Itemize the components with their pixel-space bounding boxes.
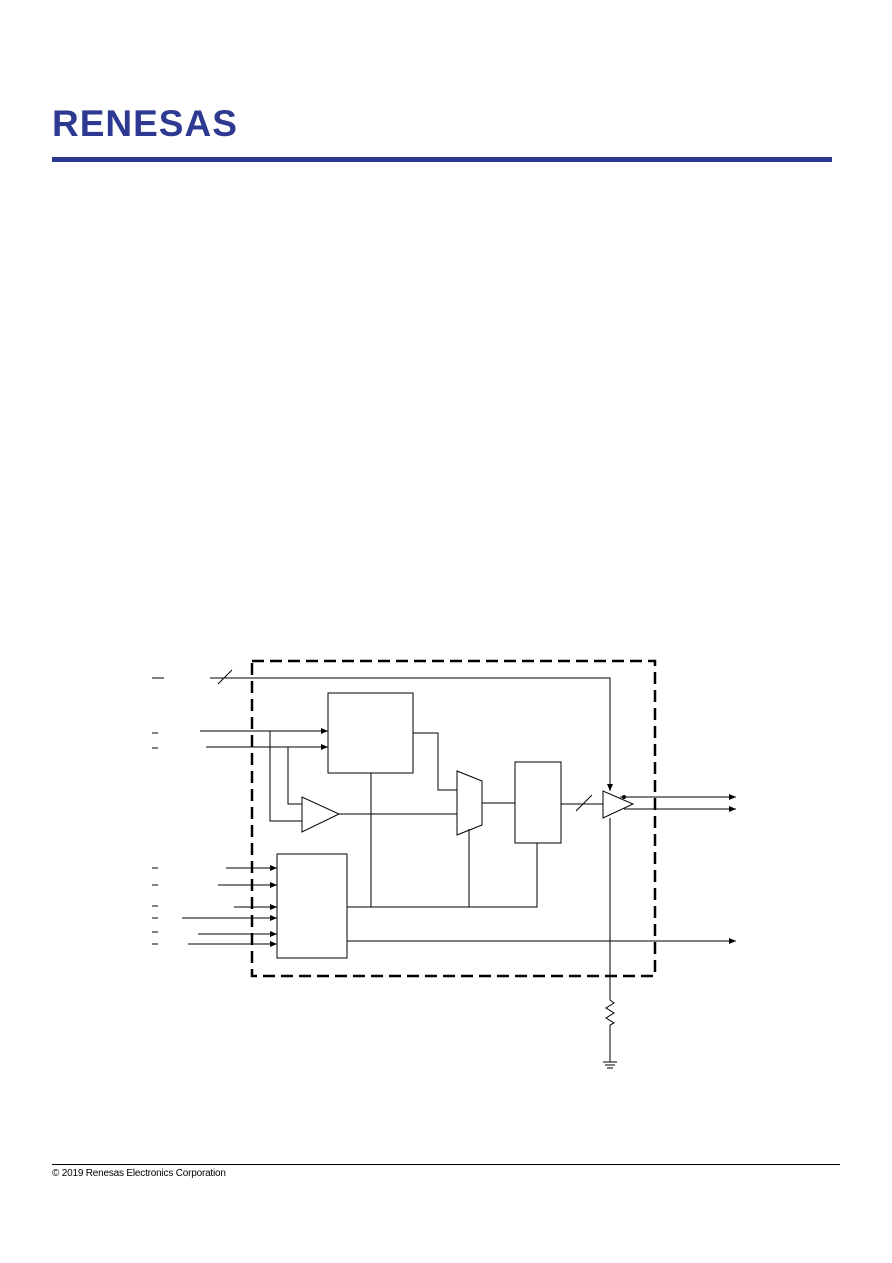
header-rule <box>52 157 832 162</box>
renesas-logo: RENESAS <box>52 104 238 144</box>
block-top <box>327 692 414 774</box>
block-register <box>514 761 562 844</box>
device-boundary <box>250 659 657 978</box>
buffer-amplifier <box>301 796 341 833</box>
copyright-text: © 2019 Renesas Electronics Corporation <box>52 1168 226 1179</box>
footer-rule <box>52 1164 840 1165</box>
svg-text:RENESAS: RENESAS <box>52 104 238 144</box>
block-diagram <box>152 659 736 1069</box>
pull-down-resistor <box>605 999 616 1026</box>
output-driver <box>602 790 635 819</box>
block-control <box>276 853 348 959</box>
multiplexer <box>456 770 483 836</box>
ground <box>603 1061 617 1069</box>
